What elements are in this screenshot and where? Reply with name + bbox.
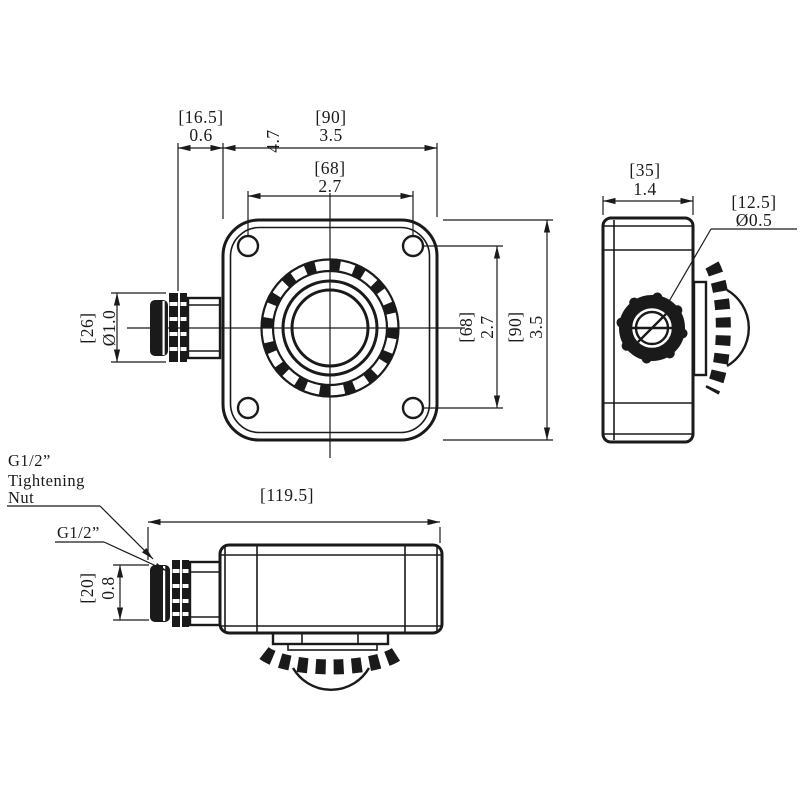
- bottom-housing-outline: [218, 543, 444, 635]
- dim-holes-v-mm: [68]: [456, 311, 476, 342]
- dim-width-mm: [90]: [315, 107, 346, 127]
- side-dome-bubble: [726, 288, 750, 368]
- thread-label-text: G1/2”: [57, 523, 100, 542]
- mounting-hole-top-right: [401, 234, 425, 258]
- mounting-hole-top-left: [236, 234, 260, 258]
- dim-width-in: 3.5: [319, 125, 342, 145]
- dim-nut-in: 0.8: [98, 576, 118, 599]
- bottom-dome-bubble: [291, 667, 371, 691]
- bottom-gland-cylinder: [188, 560, 222, 627]
- side-view: [35] 1.4 [12.5] Ø0.5: [601, 160, 797, 444]
- mounting-hole-bottom-left: [236, 396, 260, 420]
- nut-label-line2: Tightening: [8, 471, 85, 490]
- thread-label: G1/2”: [55, 523, 168, 572]
- bottom-gland-thread-1: [172, 560, 180, 627]
- gland-body-cylinder: [186, 296, 222, 360]
- bottom-dome-assembly: [259, 631, 403, 691]
- side-dome-trim-fins: [705, 261, 731, 395]
- side-conduit-knob: [616, 292, 688, 364]
- dim-gland-mm: [26]: [77, 312, 97, 343]
- bottom-cable-gland: [150, 560, 222, 627]
- lens-inner-circle: [290, 288, 370, 368]
- bottom-gland-thread-2: [182, 560, 189, 627]
- dim-height-in: 3.5: [526, 315, 546, 338]
- gland-thread-1: [169, 293, 178, 362]
- front-view: [16.5] 0.6 [90] 3.5 4.7 [68] 2.7 [68] 2.…: [77, 107, 553, 458]
- dim-height-mm: [90]: [505, 311, 525, 342]
- bottom-view: [119.5] [20] 0.8 G1/2” Tightening Nut G1…: [7, 451, 444, 691]
- bottom-dome-mount-plate: [271, 631, 390, 646]
- dim-gland-in: Ø1.0: [99, 310, 119, 347]
- bottom-dome-trim-fins: [259, 646, 403, 675]
- dim-flange-in: 0.6: [189, 125, 212, 145]
- lens-bezel-knurling: [261, 259, 399, 397]
- dim-entry-in: Ø0.5: [736, 210, 773, 230]
- dim-holes-in: 2.7: [318, 176, 341, 196]
- bottom-nut-dimension: [20] 0.8: [77, 564, 149, 621]
- knob-nut-ring: [619, 295, 685, 361]
- dim-holes-mm: [68]: [314, 158, 345, 178]
- tightening-nut-label: G1/2” Tightening Nut: [7, 451, 154, 560]
- side-depth-dimension: [35] 1.4: [602, 160, 694, 215]
- bottom-gland-nut: [150, 565, 170, 622]
- front-housing-inner-outline: [229, 226, 431, 434]
- front-right-dimensions: [68] 2.7 [90] 3.5: [423, 219, 553, 441]
- dim-depth-in: 1.4: [633, 179, 656, 199]
- front-gland-dimension: [26] Ø1.0: [77, 292, 166, 363]
- lens-bezel-inner-ring: [271, 269, 389, 387]
- dim-entry-mm: [12.5]: [731, 192, 776, 212]
- mounting-hole-bottom-right: [401, 396, 425, 420]
- dim-flange-mm: [16.5]: [178, 107, 223, 127]
- side-entry-dimension: [12.5] Ø0.5: [663, 192, 797, 311]
- dim-holes-v-in: 2.7: [477, 315, 497, 338]
- side-dome-mount-plate: [692, 280, 708, 377]
- bottom-dome-collar: [287, 643, 378, 651]
- nut-label-line1: G1/2”: [8, 451, 51, 470]
- gland-thread-2: [180, 293, 187, 362]
- nut-label-line3: Nut: [8, 488, 34, 507]
- front-top-dimensions: [16.5] 0.6 [90] 3.5 4.7 [68] 2.7: [177, 107, 438, 291]
- dim-nut-mm: [20]: [77, 572, 97, 603]
- lens-outer-circle: [281, 279, 379, 377]
- dim-length-mm: [119.5]: [260, 485, 314, 505]
- bottom-length-dimension: [119.5]: [147, 485, 441, 560]
- front-housing-outline: [221, 218, 439, 442]
- dim-overall-in: 4.7: [263, 129, 283, 152]
- dim-depth-mm: [35]: [629, 160, 660, 180]
- gland-nut: [150, 300, 168, 356]
- front-cable-gland: [150, 293, 222, 362]
- side-dome-assembly: [692, 261, 750, 395]
